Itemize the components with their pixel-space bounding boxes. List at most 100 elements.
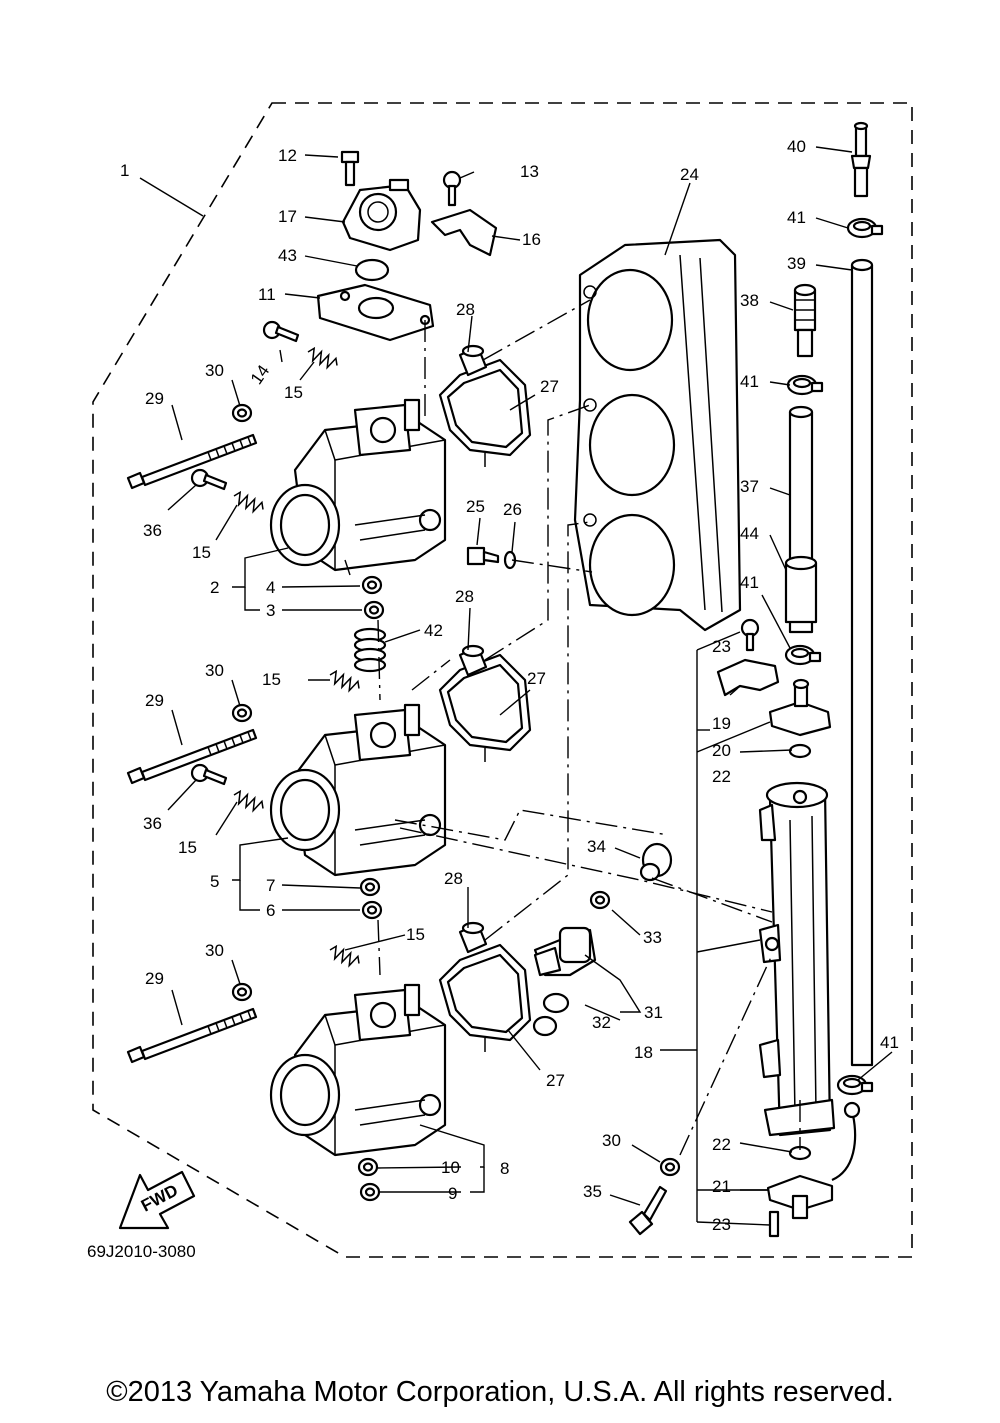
callout-44: 44 xyxy=(740,524,759,543)
callout-29-a: 29 xyxy=(145,389,164,408)
part-16-bracket xyxy=(430,208,498,257)
callout-25: 25 xyxy=(466,497,485,516)
callout-37: 37 xyxy=(740,477,759,496)
part-35-bolt xyxy=(628,1185,668,1236)
callout-30-a: 30 xyxy=(205,361,224,380)
callout-27-a: 27 xyxy=(540,377,559,396)
callout-11: 11 xyxy=(258,285,276,304)
part-27-gasket-b xyxy=(438,653,532,764)
callout-32: 32 xyxy=(592,1013,611,1032)
part-12-screw xyxy=(340,150,360,187)
part-10-washer xyxy=(357,1157,379,1177)
part-39-hose xyxy=(850,258,874,1067)
callout-33: 33 xyxy=(643,928,662,947)
callout-43: 43 xyxy=(278,246,297,265)
fuel-line-fitting xyxy=(843,1101,861,1119)
callout-28-c: 28 xyxy=(444,869,463,888)
fwd-arrow: FWD xyxy=(118,1170,196,1230)
part-19-clamp xyxy=(716,658,780,697)
part-18-fuel-rail xyxy=(758,781,836,1137)
part-7-washer xyxy=(359,877,381,897)
part-15-spring-c xyxy=(326,668,363,695)
callout-29-c: 29 xyxy=(145,969,164,988)
callout-15-c: 15 xyxy=(262,670,281,689)
callout-23-b: 23 xyxy=(712,1215,731,1234)
callout-42: 42 xyxy=(424,621,443,640)
part-13-screw xyxy=(442,170,462,207)
callout-35: 35 xyxy=(583,1182,602,1201)
callout-16: 16 xyxy=(522,230,541,249)
part-38-fitting xyxy=(793,283,817,358)
part-41-clamp-d xyxy=(836,1074,874,1096)
callout-41-b: 41 xyxy=(740,372,759,391)
part-27-gasket-a xyxy=(438,358,532,469)
callout-15-b: 15 xyxy=(192,543,211,562)
callout-36-a: 36 xyxy=(143,521,162,540)
part-41-clamp-c xyxy=(784,644,822,666)
part-23-screw-b xyxy=(768,1210,780,1238)
callout-30-c: 30 xyxy=(205,941,224,960)
callout-28-b: 28 xyxy=(455,587,474,606)
callout-15-e: 15 xyxy=(406,925,425,944)
callout-30-b: 30 xyxy=(205,661,224,680)
part-44-sleeve xyxy=(784,555,818,624)
callout-14: 14 xyxy=(247,362,273,388)
part-11-plate xyxy=(316,283,435,342)
callout-36-b: 36 xyxy=(143,814,162,833)
callout-7: 7 xyxy=(266,876,275,895)
callout-15-a: 15 xyxy=(284,383,303,402)
alignment-lines xyxy=(344,299,801,1156)
part-30-washer-b xyxy=(231,703,253,723)
part-41-clamp-b xyxy=(786,374,824,396)
part-4-washer xyxy=(361,575,383,595)
callout-27-c: 27 xyxy=(546,1071,565,1090)
callout-27-b: 27 xyxy=(527,669,546,688)
callout-30-d: 30 xyxy=(602,1131,621,1150)
callout-24: 24 xyxy=(680,165,699,184)
part-43-o-ring xyxy=(354,258,390,282)
callout-22-a: 22 xyxy=(712,767,731,786)
part-24-manifold xyxy=(573,238,742,632)
callout-41-d: 41 xyxy=(880,1033,899,1052)
leader-lines xyxy=(139,146,893,1226)
part-28-collar-c xyxy=(458,921,488,954)
part-36-screw-b xyxy=(190,763,228,786)
callout-2: 2 xyxy=(210,578,219,597)
part-33-grommet xyxy=(589,890,611,910)
part-9-nut xyxy=(359,1182,381,1202)
part-34-grommet xyxy=(639,842,673,882)
callout-39: 39 xyxy=(787,254,806,273)
part-31-injector xyxy=(533,926,597,977)
callout-3: 3 xyxy=(266,601,275,620)
callout-22-b: 22 xyxy=(712,1135,731,1154)
callout-13: 13 xyxy=(520,162,539,181)
part-17-sensor xyxy=(341,178,422,252)
part-42-spring xyxy=(353,627,387,673)
callout-31: 31 xyxy=(644,1003,663,1022)
part-41-clamp-a xyxy=(846,217,884,239)
callout-40: 40 xyxy=(787,137,806,156)
callout-21: 21 xyxy=(712,1177,731,1196)
throttle-body-1-throat xyxy=(269,483,341,567)
copyright-notice: ©2013 Yamaha Motor Corporation, U.S.A. A… xyxy=(106,1376,894,1408)
callout-34: 34 xyxy=(587,837,606,856)
part-30-washer-a xyxy=(231,403,253,423)
callout-10: 10 xyxy=(441,1158,460,1177)
assembly-outline xyxy=(92,102,913,1258)
part-23-screw-a xyxy=(740,618,760,652)
callout-6: 6 xyxy=(266,901,275,920)
part-36-screw-a xyxy=(190,468,228,491)
part-3-nut xyxy=(363,600,385,620)
callout-5: 5 xyxy=(210,872,219,891)
throttle-body-3-throat xyxy=(269,1053,341,1137)
callout-17: 17 xyxy=(278,207,297,226)
part-22-o-ring-a xyxy=(788,743,812,759)
callout-1: 1 xyxy=(120,161,129,180)
part-32-o-ring xyxy=(532,992,570,1037)
callout-15-d: 15 xyxy=(178,838,197,857)
callout-9: 9 xyxy=(448,1184,457,1203)
part-14-screw xyxy=(262,320,300,343)
callout-29-b: 29 xyxy=(145,691,164,710)
callout-19: 19 xyxy=(712,714,731,733)
